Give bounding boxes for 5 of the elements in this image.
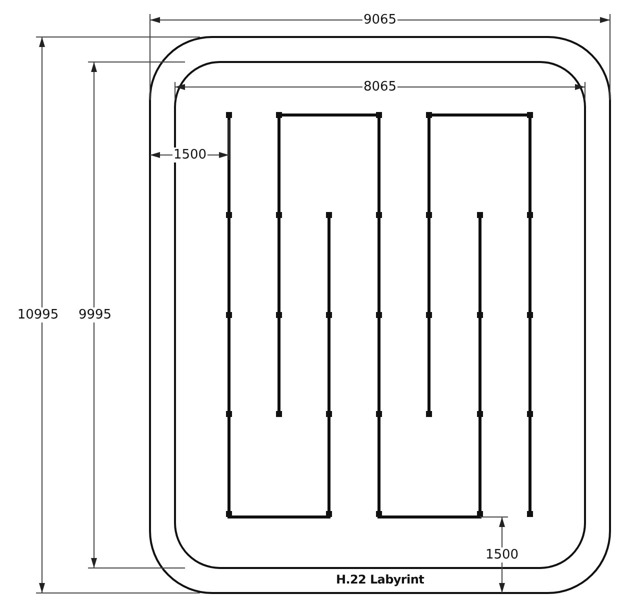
dimension-label: 10995 — [16, 308, 60, 322]
dimension-label: 9995 — [77, 308, 113, 322]
drawing-title: H.22 Labyrint — [334, 572, 426, 588]
dimension-label: 1500 — [484, 548, 520, 562]
dimension-label: 1500 — [172, 148, 208, 162]
